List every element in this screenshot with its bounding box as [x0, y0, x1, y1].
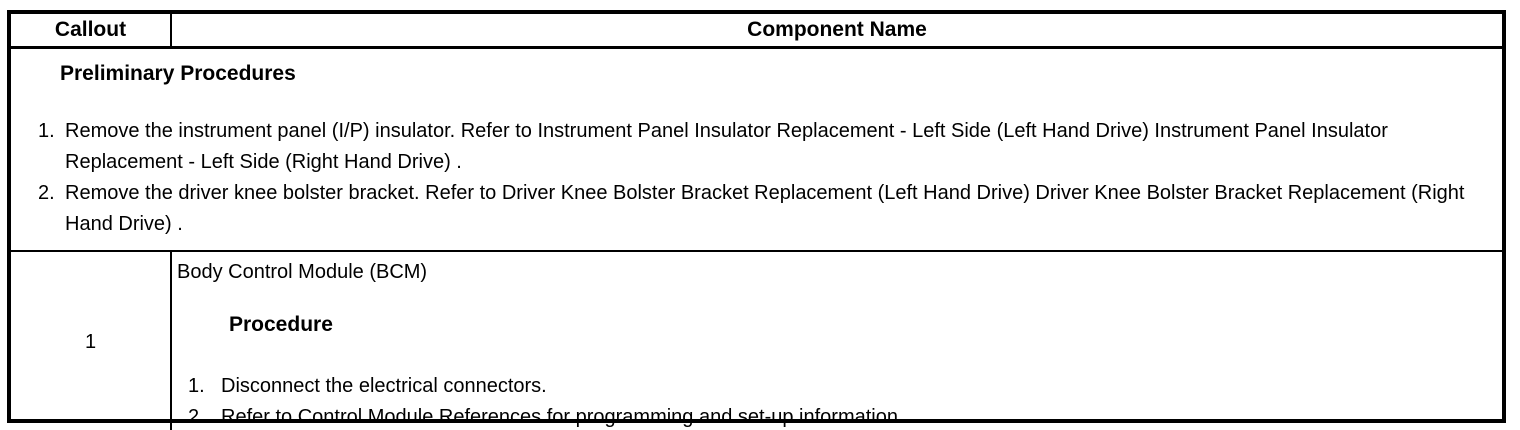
step-number: 2.	[188, 406, 205, 428]
preliminary-step: 1. Remove the instrument panel (I/P) ins…	[11, 116, 1502, 178]
table-header-row: Callout Component Name	[11, 14, 1502, 49]
step-text: Refer to Control Module References for p…	[221, 406, 904, 428]
component-name: Body Control Module (BCM)	[177, 261, 428, 283]
procedure-title: Procedure	[229, 313, 333, 336]
procedure-steps-list: 1. Disconnect the electrical connectors.…	[172, 371, 1502, 430]
component-cell: Body Control Module (BCM) Procedure 1. D…	[172, 252, 1502, 430]
step-number: 2.	[38, 182, 55, 204]
preliminary-procedures-row: Preliminary Procedures 1. Remove the ins…	[11, 49, 1502, 252]
step-number: 1.	[188, 375, 205, 397]
callout-cell: 1	[11, 252, 172, 430]
step-text: Remove the instrument panel (I/P) insula…	[65, 120, 1388, 173]
table-row: 1 Body Control Module (BCM) Procedure 1.…	[11, 252, 1502, 430]
step-text: Disconnect the electrical connectors.	[221, 375, 547, 397]
step-text: Remove the driver knee bolster bracket. …	[65, 182, 1465, 235]
step-number: 1.	[38, 120, 55, 142]
preliminary-procedures-title: Preliminary Procedures	[60, 62, 296, 85]
procedure-step: 2. Refer to Control Module References fo…	[172, 402, 1502, 430]
preliminary-steps-list: 1. Remove the instrument panel (I/P) ins…	[11, 116, 1502, 240]
component-table: Callout Component Name Preliminary Proce…	[7, 10, 1506, 430]
component-name-column-header: Component Name	[747, 18, 927, 41]
procedure-step: 1. Disconnect the electrical connectors.	[172, 371, 1502, 402]
preliminary-step: 2. Remove the driver knee bolster bracke…	[11, 178, 1502, 240]
callout-column-header: Callout	[11, 14, 172, 46]
